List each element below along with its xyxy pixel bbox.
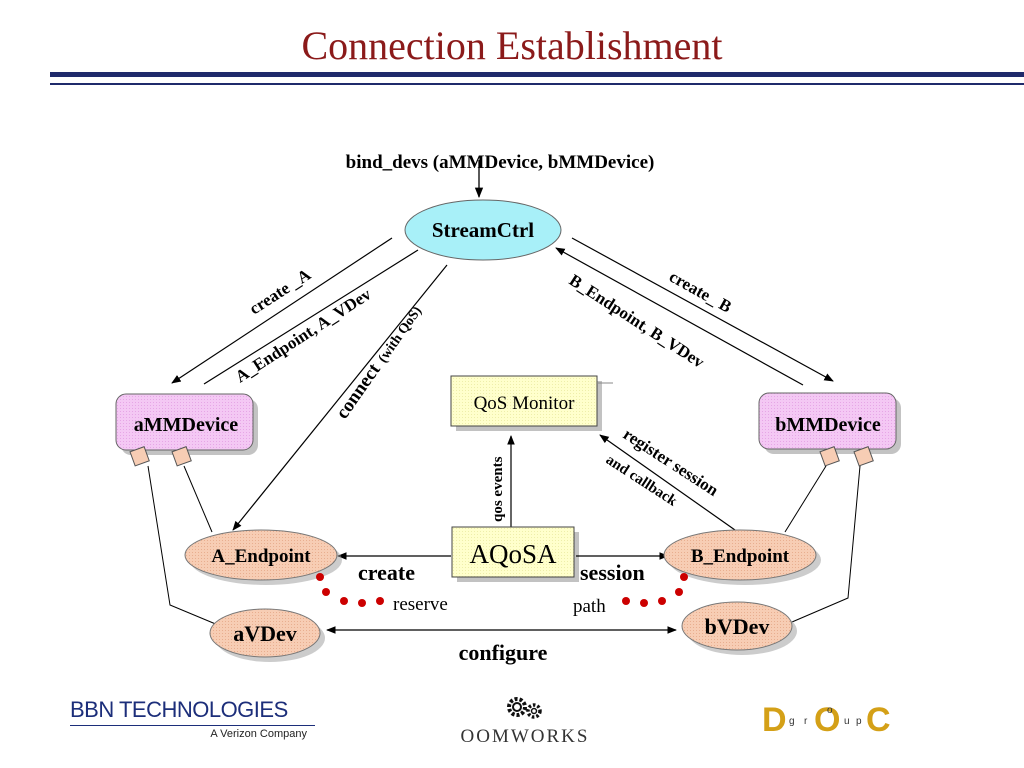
a-vdev-label: aVDev — [233, 621, 297, 646]
path-dots — [622, 573, 688, 607]
a-endpoint-vdev-line — [203, 249, 419, 385]
bbn-logo: BBN TECHNOLOGIES A Verizon Company — [70, 697, 315, 740]
connect-label-group: connect (with QoS) — [332, 304, 426, 423]
b-port-left — [819, 446, 840, 467]
connect-arrow — [232, 264, 448, 531]
aqosa-label: AQoSA — [469, 539, 557, 569]
create-label: create — [358, 560, 415, 585]
stream-ctrl-node: StreamCtrl — [404, 199, 562, 261]
qos-monitor-label: QoS Monitor — [474, 393, 575, 414]
doc-small-g: g — [789, 716, 795, 727]
gears-icon — [507, 697, 542, 719]
b-vdev-label: bVDev — [705, 614, 770, 639]
title-rule-thin — [50, 83, 1024, 85]
reserve-label: reserve — [393, 594, 448, 615]
b-mm-device-label: bMMDevice — [775, 414, 881, 436]
connect-label: connect — [332, 359, 385, 423]
a-mm-device-node: aMMDevice — [115, 393, 258, 455]
doc-small-u: u — [844, 716, 850, 727]
a-port-left — [129, 446, 150, 467]
create-a-label: create _A — [246, 264, 315, 318]
a-endpoint-label: A_Endpoint — [211, 546, 311, 567]
doc-small-p: p — [856, 716, 862, 727]
session-label: session — [580, 560, 645, 585]
b-mm-device-node: bMMDevice — [758, 392, 901, 454]
a-vdev-node: aVDev — [209, 608, 325, 662]
create-b-arrow — [571, 237, 834, 382]
doc-small-r: r — [804, 716, 808, 727]
qos-events-label: qos events — [490, 456, 506, 522]
b-port-to-endpoint-line — [784, 465, 827, 533]
qos-monitor-node: QoS Monitor — [450, 375, 613, 431]
doc-small-o: o — [827, 705, 833, 716]
page-title: Connection Establishment — [301, 23, 723, 68]
bbn-logo-rule — [70, 725, 315, 726]
b-endpoint-node: B_Endpoint — [663, 529, 821, 585]
doc-letter-c: C — [866, 701, 891, 739]
b-endpoint-label: B_Endpoint — [691, 546, 790, 567]
a-port-to-endpoint-line — [183, 465, 213, 533]
bbn-logo-name: BBN TECHNOLOGIES — [70, 697, 288, 722]
a-mm-device-label: aMMDevice — [134, 414, 239, 436]
aqosa-node: AQoSA — [451, 526, 579, 582]
b-port-right — [853, 446, 874, 467]
with-qos-label: (with QoS) — [376, 304, 426, 366]
path-label: path — [573, 596, 606, 617]
create-a-arrow — [171, 237, 393, 384]
b-endpoint-vdev-arrow — [555, 247, 804, 386]
stream-ctrl-label: StreamCtrl — [432, 218, 534, 242]
create-b-label: create_ B — [666, 267, 735, 317]
b-port-to-vdev-line — [791, 465, 861, 623]
bind-devs-label: bind_devs (aMMDevice, bMMDevice) — [346, 152, 655, 173]
register-session-arrow — [599, 434, 736, 531]
a-endpoint-node: A_Endpoint — [184, 529, 342, 585]
register-session-label: register session — [620, 424, 723, 500]
bbn-logo-subtitle: A Verizon Company — [210, 728, 307, 740]
doc-letter-d: D — [762, 701, 787, 739]
doc-group-logo: D g r O o u p C — [760, 695, 900, 745]
reserve-dots — [316, 573, 384, 607]
b-vdev-node: bVDev — [681, 601, 797, 655]
doc-letter-o: O — [814, 701, 840, 739]
a-port-right — [171, 446, 192, 467]
configure-label: configure — [459, 640, 548, 665]
title-rule-thick — [50, 72, 1024, 77]
oomworks-text: OOMWORKS — [460, 726, 590, 747]
oomworks-logo: OOMWORKS — [440, 695, 610, 748]
a-port-to-vdev-line — [147, 465, 219, 626]
